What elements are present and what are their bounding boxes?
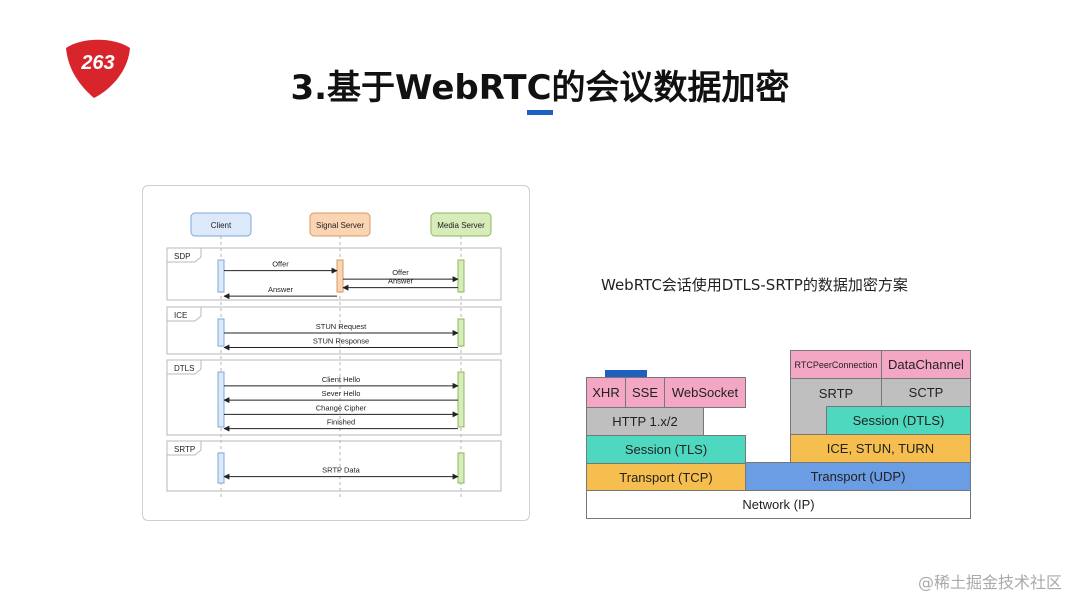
section-frame [166, 359, 502, 436]
message-label: Offer [392, 268, 409, 277]
participant-box [190, 212, 252, 237]
activation-bar [217, 318, 225, 347]
message-label: Client Hello [322, 375, 360, 384]
layer-sse: SSE [625, 377, 665, 408]
layer-session-tls: Session (TLS) [586, 435, 746, 464]
section-frame [166, 247, 502, 301]
message-label: Sever Hello [322, 389, 361, 398]
message-label: SRTP Data [322, 466, 360, 475]
section-frame [166, 440, 502, 492]
activation-bar [457, 259, 465, 293]
activation-bar [217, 371, 225, 428]
layer-transport-tcp: Transport (TCP) [586, 463, 746, 491]
activation-bar [457, 371, 465, 428]
brand-logo: 263 [66, 39, 130, 98]
logo-shield [66, 39, 130, 98]
section-label: DTLS [174, 364, 194, 373]
layer-rtcpeerconnection: RTCPeerConnection [790, 350, 882, 379]
activation-bar [217, 452, 225, 484]
watermark: @稀土掘金技术社区 [917, 573, 1062, 592]
section-label: ICE [174, 311, 187, 320]
section-tab [166, 247, 202, 263]
activation-bar [336, 259, 344, 293]
stack-top-marker [605, 370, 647, 377]
layer-xhr: XHR [586, 377, 626, 408]
participant-label: Signal Server [316, 221, 364, 230]
message-label: Answer [388, 277, 414, 286]
message-label: STUN Request [316, 322, 367, 331]
section-frame [166, 306, 502, 355]
section-tab [166, 359, 202, 375]
activation-bar [457, 452, 465, 484]
message-label: Answer [268, 285, 294, 294]
participant-label: Media Server [437, 221, 485, 230]
participant-box [309, 212, 371, 237]
message-label: STUN Response [313, 336, 369, 345]
diagram-caption: WebRTC会话使用DTLS-SRTP的数据加密方案 [601, 276, 908, 294]
layer-session-dtls: Session (DTLS) [826, 406, 971, 435]
logo-text: 263 [80, 52, 114, 74]
layer-sctp: SCTP [881, 378, 971, 407]
participant-label: Client [211, 221, 232, 230]
section-tab [166, 440, 202, 456]
layer-websocket: WebSocket [664, 377, 746, 408]
layer-network-ip: Network (IP) [586, 490, 971, 519]
message-label: Finished [327, 418, 355, 427]
section-tab [166, 306, 202, 322]
layer-ice-stun-turn: ICE, STUN, TURN [790, 434, 971, 463]
section-label: SDP [174, 252, 190, 261]
page-title: 3.基于WebRTC的会议数据加密 [290, 68, 790, 108]
layer-transport-udp: Transport (UDP) [745, 462, 971, 491]
section-label: SRTP [174, 445, 195, 454]
participant-box [430, 212, 492, 237]
activation-bar [217, 259, 225, 293]
message-label: Offer [272, 260, 289, 269]
message-label: Change Cipher [316, 403, 367, 412]
activation-bar [457, 318, 465, 347]
layer-http: HTTP 1.x/2 [586, 407, 704, 436]
layer-datachannel: DataChannel [881, 350, 971, 379]
title-underline [527, 110, 553, 115]
